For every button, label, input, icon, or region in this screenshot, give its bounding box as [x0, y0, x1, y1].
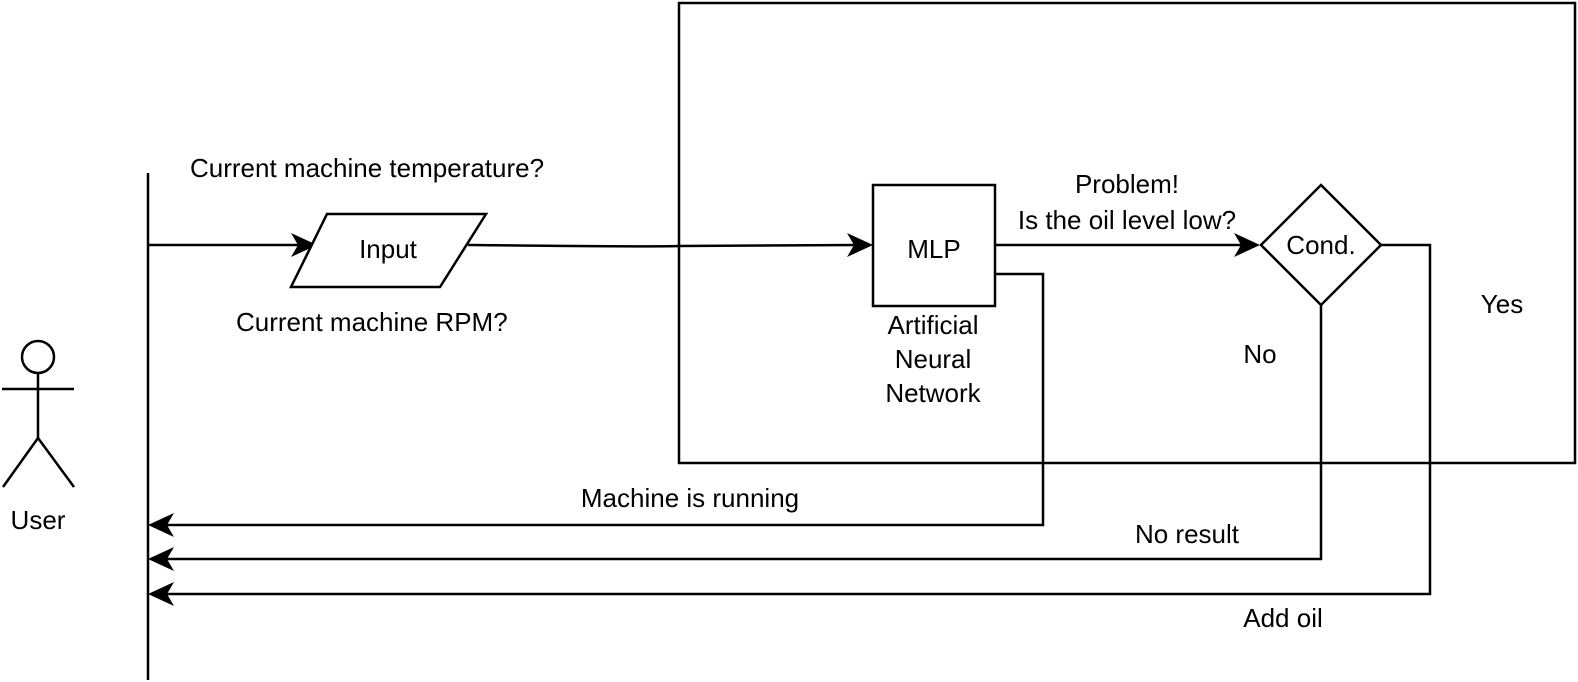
question-temperature: Current machine temperature? — [190, 153, 544, 183]
edge-cond-yes-to-user — [163, 243, 1432, 596]
arrowhead-cond — [1234, 233, 1260, 257]
mlp-caption-line-1: Artificial — [887, 310, 978, 340]
arrowhead-add-oil — [148, 582, 174, 606]
edge-cond-no-to-user — [163, 305, 1323, 561]
user-actor-icon — [1, 339, 76, 488]
branch-label-no: No — [1243, 339, 1276, 369]
user-label: User — [11, 505, 66, 535]
condition-node-label: Cond. — [1286, 230, 1355, 260]
branch-label-yes: Yes — [1481, 289, 1523, 319]
system-boundary — [677, 1, 1577, 465]
mlp-caption-line-2: Neural — [895, 344, 972, 374]
mlp-caption-line-3: Network — [885, 378, 981, 408]
arrowhead-running — [148, 513, 174, 537]
problem-text-line-2: Is the oil level low? — [1018, 205, 1236, 235]
response-running: Machine is running — [581, 483, 799, 513]
arrowhead-input — [291, 233, 317, 257]
question-rpm: Current machine RPM? — [236, 307, 508, 337]
arrowhead-no-result — [148, 547, 174, 571]
mlp-node-label: MLP — [907, 234, 960, 264]
input-node-label: Input — [359, 234, 418, 264]
response-no-result: No result — [1135, 519, 1240, 549]
edge-mlp-to-user-running — [163, 272, 1045, 527]
problem-text-line-1: Problem! — [1075, 169, 1179, 199]
arrowhead-mlp — [847, 233, 873, 257]
edge-input-to-mlp — [467, 243, 859, 248]
input-node — [288, 212, 489, 289]
response-add-oil: Add oil — [1243, 603, 1323, 633]
